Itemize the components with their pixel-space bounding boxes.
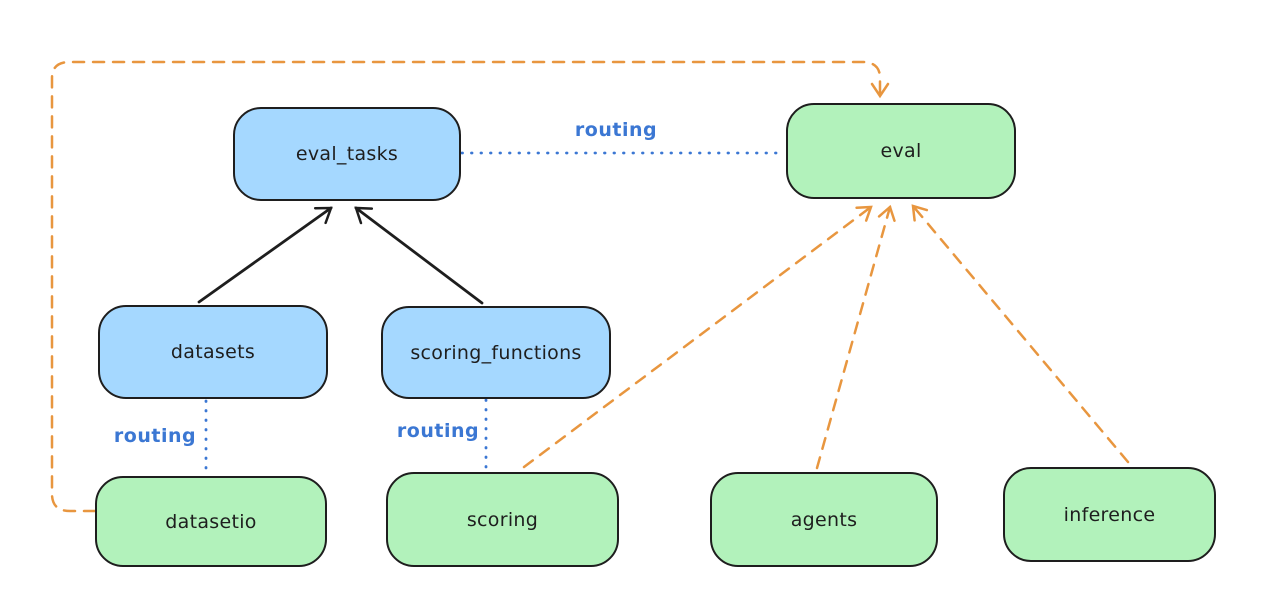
node-eval-tasks-label: eval_tasks	[295, 143, 399, 165]
node-scoring-label: scoring	[466, 508, 539, 531]
edge-agents-eval-arrow	[815, 204, 896, 470]
node-eval: eval	[786, 103, 1016, 199]
edge-label-routing-scoringfunctions-scoring: routing	[396, 420, 480, 442]
node-eval-tasks: eval_tasks	[233, 107, 461, 201]
edge-datasetio-eval-arrow	[50, 60, 890, 513]
edge-datasets-evaltasks-arrow	[197, 206, 333, 304]
node-inference-label: inference	[1063, 503, 1156, 526]
edge-scoringfunctions-evaltasks-arrow	[354, 206, 484, 305]
node-datasets: datasets	[98, 305, 328, 399]
node-scoring-functions-label: scoring_functions	[410, 341, 582, 364]
node-agents: agents	[710, 472, 938, 567]
node-datasets-label: datasets	[170, 341, 256, 363]
edge-scoring-eval-arrow	[522, 205, 873, 469]
node-agents-label: agents	[790, 508, 858, 531]
node-scoring-functions: scoring_functions	[381, 306, 611, 399]
edge-inference-eval-arrow	[911, 204, 1130, 464]
node-scoring: scoring	[386, 472, 619, 567]
node-datasetio-label: datasetio	[165, 510, 257, 533]
node-inference: inference	[1003, 467, 1216, 562]
node-eval-label: eval	[880, 140, 922, 162]
edge-label-routing-evaltasks-eval: routing	[574, 119, 658, 141]
node-datasetio: datasetio	[95, 476, 327, 567]
edge-label-routing-datasets-datasetio: routing	[113, 425, 197, 447]
